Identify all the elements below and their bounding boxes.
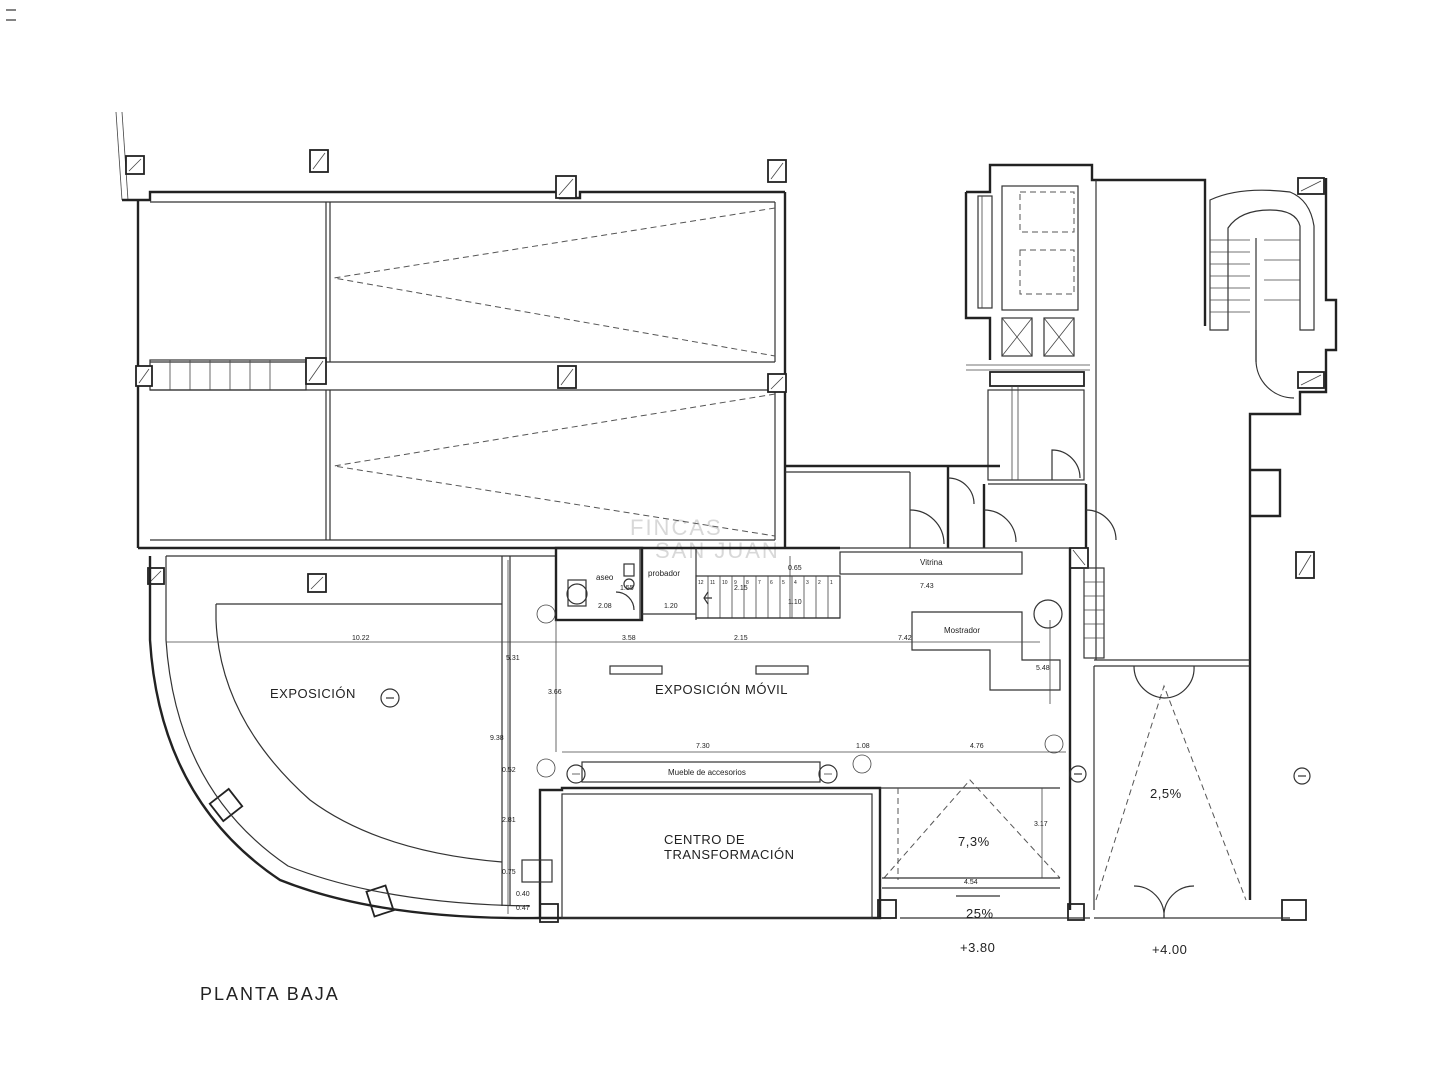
- stair-step-number: 12: [698, 580, 704, 586]
- svg-text:2.15: 2.15: [734, 585, 748, 592]
- room-labels: EXPOSICIÓN EXPOSICIÓN MÓVIL: [270, 682, 788, 701]
- svg-text:9.38: 9.38: [490, 735, 504, 742]
- svg-text:2,5%: 2,5%: [1150, 786, 1182, 801]
- stair-step-number: 10: [722, 580, 728, 586]
- service-rooms: [785, 464, 1117, 548]
- svg-text:3.17: 3.17: [1034, 821, 1048, 828]
- svg-text:7.43: 7.43: [920, 583, 934, 590]
- plant-icons: [536, 604, 1064, 778]
- watermark: FINCAS SAN JUAN: [630, 515, 780, 563]
- svg-text:aseo: aseo: [596, 573, 614, 582]
- svg-text:5.48: 5.48: [1036, 665, 1050, 672]
- corner-marks: [6, 9, 16, 21]
- svg-text:CENTRO DE: CENTRO DE: [664, 832, 745, 847]
- exhibition-hall: aseo probador 12 11 10 9 8 7 6 5 4 3 2 1 Vitrina Mo…: [148, 546, 1290, 921]
- stair-step-number: 11: [710, 580, 715, 586]
- dimension-lines: 10.22 3.58 2.15 7.42 7.43 2.15 2.08 1.20…: [166, 556, 1066, 914]
- floor-title: PLANTA BAJA: [200, 984, 340, 1004]
- stair-step-number: 3: [806, 580, 809, 586]
- svg-text:4.76: 4.76: [970, 743, 984, 750]
- svg-text:1.20: 1.20: [664, 603, 678, 610]
- stair-step-number: 7: [758, 580, 761, 586]
- stair-step-number: 6: [770, 580, 773, 586]
- svg-text:2.15: 2.15: [734, 635, 748, 642]
- svg-text:3.66: 3.66: [548, 689, 562, 696]
- svg-text:5.31: 5.31: [506, 655, 520, 662]
- svg-text:2.81: 2.81: [502, 817, 516, 824]
- svg-text:0.75: 0.75: [502, 869, 516, 876]
- stair-step-number: 4: [794, 580, 797, 586]
- stair-step-number: 1: [830, 580, 833, 586]
- level-labels: +3.80 +4.00: [960, 940, 1187, 957]
- svg-text:0.40: 0.40: [516, 891, 530, 898]
- columns: [125, 149, 1325, 923]
- svg-text:1.10: 1.10: [788, 599, 802, 606]
- svg-text:7.30: 7.30: [696, 743, 710, 750]
- stair-steps: 12 11 10 9 8 7 6 5 4 3 2 1: [695, 576, 833, 618]
- svg-text:FINCAS: FINCAS: [630, 515, 723, 540]
- svg-text:TRANSFORMACIÓN: TRANSFORMACIÓN: [664, 847, 795, 862]
- svg-text:1.55: 1.55: [620, 585, 634, 592]
- stair-step-number: 9: [734, 580, 737, 586]
- svg-text:25%: 25%: [966, 906, 994, 921]
- svg-text:EXPOSICIÓN: EXPOSICIÓN: [270, 686, 356, 701]
- svg-text:+3.80: +3.80: [960, 940, 995, 955]
- svg-text:0.52: 0.52: [502, 767, 516, 774]
- svg-text:1.08: 1.08: [856, 743, 870, 750]
- svg-text:Mostrador: Mostrador: [944, 626, 980, 635]
- svg-text:7.42: 7.42: [898, 635, 912, 642]
- svg-text:EXPOSICIÓN MÓVIL: EXPOSICIÓN MÓVIL: [655, 682, 788, 697]
- svg-text:4.54: 4.54: [964, 879, 978, 886]
- stair-step-number: 8: [746, 580, 749, 586]
- svg-text:10.22: 10.22: [352, 635, 370, 642]
- svg-text:Mueble de accesorios: Mueble de accesorios: [668, 768, 746, 777]
- svg-text:7,3%: 7,3%: [958, 834, 990, 849]
- svg-text:0.65: 0.65: [788, 565, 802, 572]
- marker-icons: [380, 688, 1311, 785]
- svg-text:Vitrina: Vitrina: [920, 558, 943, 567]
- stair-step-number: 2: [818, 580, 821, 586]
- svg-text:probador: probador: [648, 569, 680, 578]
- core: [964, 163, 1338, 900]
- stair-step-number: 5: [782, 580, 785, 586]
- svg-text:3.58: 3.58: [622, 635, 636, 642]
- svg-text:2.08: 2.08: [598, 603, 612, 610]
- svg-text:0.47: 0.47: [516, 905, 530, 912]
- svg-text:+4.00: +4.00: [1152, 942, 1187, 957]
- parking-block: [115, 111, 840, 550]
- svg-text:SAN JUAN: SAN JUAN: [655, 538, 780, 563]
